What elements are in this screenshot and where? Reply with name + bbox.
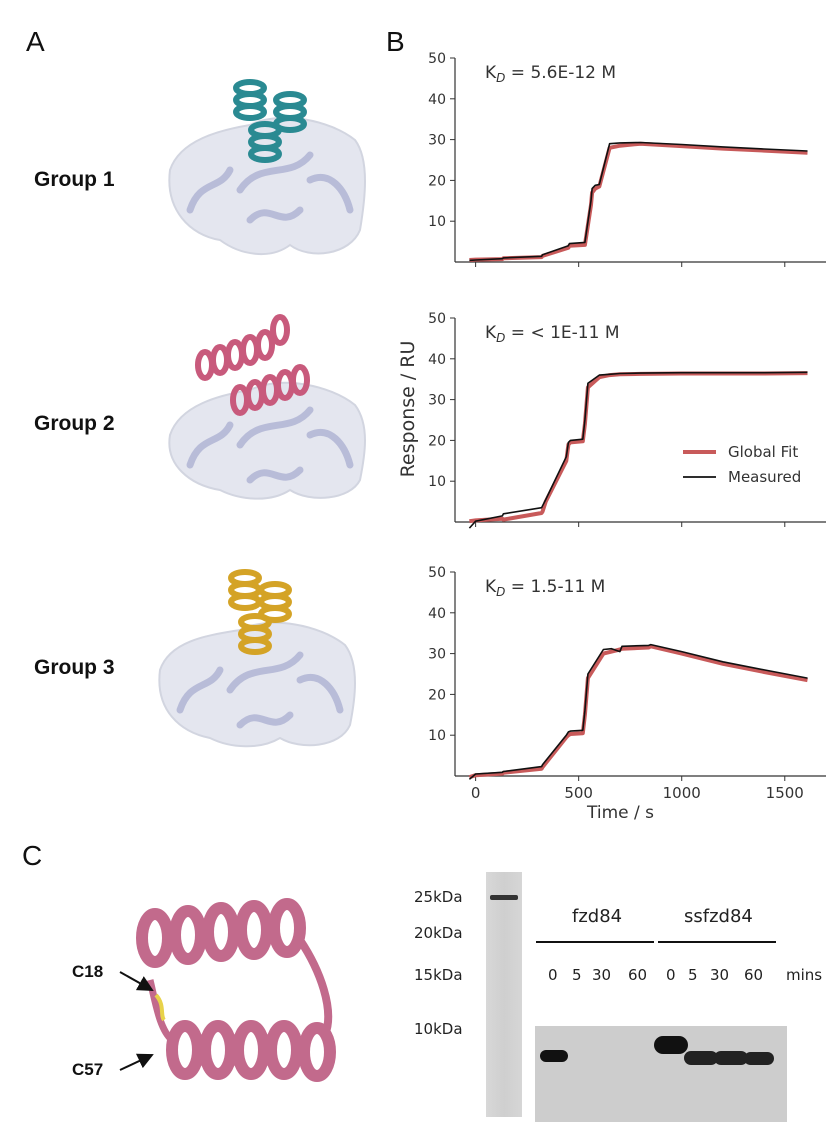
arrow-c57 — [119, 1053, 154, 1071]
panel-label-c: C — [22, 840, 43, 871]
gel-band-fzd84-0 — [540, 1050, 568, 1062]
chart-3-ytick-label-10: 10 — [428, 728, 446, 744]
bracket-fzd84 — [536, 941, 654, 943]
time-unit-label: mins — [786, 966, 823, 984]
chart-1-ytick-label-40: 40 — [428, 92, 446, 108]
construct-fzd84: fzd84 — [572, 906, 623, 927]
gel-band-ssfzd84-0 — [654, 1036, 688, 1054]
chart-2-ytick-label-50: 50 — [428, 311, 446, 327]
cysteine-label-top: C18 — [72, 962, 104, 981]
lane-label-6: 5 — [688, 966, 698, 984]
panel-label-a: A — [26, 26, 45, 57]
chart-3-ytick-label-30: 30 — [428, 647, 446, 663]
chart-2-ytick-label-30: 30 — [428, 393, 446, 409]
lane-label-7: 30 — [710, 966, 730, 984]
chart-3-xtick-label-0: 0 — [471, 784, 481, 802]
chart-x-axis-label: Time / s — [586, 803, 654, 823]
ladder-25kda: 25kDa — [414, 888, 463, 906]
construct-ssfzd84: ssfzd84 — [684, 906, 753, 927]
legend-measured-label: Measured — [728, 468, 801, 486]
gel-band-ssfzd84-5 — [684, 1051, 718, 1065]
ladder-band — [490, 895, 518, 900]
lane-label-3: 30 — [592, 966, 612, 984]
group-2-label: Group 2 — [34, 412, 115, 435]
group-3-structure — [158, 569, 356, 748]
chart-2-ytick-label-10: 10 — [428, 474, 446, 490]
group-3-label: Group 3 — [34, 656, 115, 679]
lane-label-8: 60 — [744, 966, 764, 984]
group-1-label: Group 1 — [34, 168, 115, 191]
chart-1-ytick-label-30: 30 — [428, 133, 446, 149]
lane-label-5: 0 — [666, 966, 676, 984]
chart-3-xtick-label-500: 500 — [564, 784, 593, 802]
chart-3-xtick-label-1000: 1000 — [663, 784, 701, 802]
chart-3-ytick-label-50: 50 — [428, 565, 446, 581]
lane-label-1: 0 — [548, 966, 558, 984]
disulfide-helix-structure — [136, 898, 336, 1082]
arrow-c18 — [119, 971, 154, 991]
gel-band-ssfzd84-30 — [714, 1051, 748, 1065]
ladder-10kda: 10kDa — [414, 1020, 463, 1038]
cysteine-label-bottom: C57 — [72, 1060, 104, 1079]
chart-3-series-measured — [468, 643, 808, 780]
chart-2-series-measured — [468, 371, 808, 529]
legend-global-fit-label: Global Fit — [728, 443, 798, 461]
gel-band-ssfzd84-60 — [744, 1052, 774, 1065]
chart-2-kd-annotation: KD = < 1E-11 M — [485, 323, 620, 345]
ladder-lane — [486, 872, 522, 1117]
chart-1-ytick-label-10: 10 — [428, 214, 446, 230]
chart-3-kd-annotation: KD = 1.5-11 M — [485, 577, 605, 599]
ladder-15kda: 15kDa — [414, 966, 463, 984]
chart-1-ytick-label-50: 50 — [428, 51, 446, 67]
chart-3-ytick-label-40: 40 — [428, 606, 446, 622]
spr-charts: 10 20 30 40 50 KD = 5.6E-12 M 10 20 30 40 50 KD = <… — [428, 51, 826, 823]
chart-2-ytick-label-40: 40 — [428, 352, 446, 368]
chart-3-ytick-label-20: 20 — [428, 687, 446, 703]
chart-1-ytick-label-20: 20 — [428, 173, 446, 189]
ladder-20kda: 20kDa — [414, 924, 463, 942]
lane-label-4: 60 — [628, 966, 648, 984]
panel-label-b: B — [386, 26, 405, 57]
group-1-structure — [168, 79, 366, 256]
chart-1-kd-annotation: KD = 5.6E-12 M — [485, 63, 616, 85]
bracket-ssfzd84 — [658, 941, 776, 943]
chart-2-ytick-label-20: 20 — [428, 433, 446, 449]
lane-label-2: 5 — [572, 966, 582, 984]
chart-3-xtick-label-1500: 1500 — [766, 784, 804, 802]
group-2-structure — [168, 314, 366, 500]
chart-1-series-measured — [469, 141, 808, 262]
